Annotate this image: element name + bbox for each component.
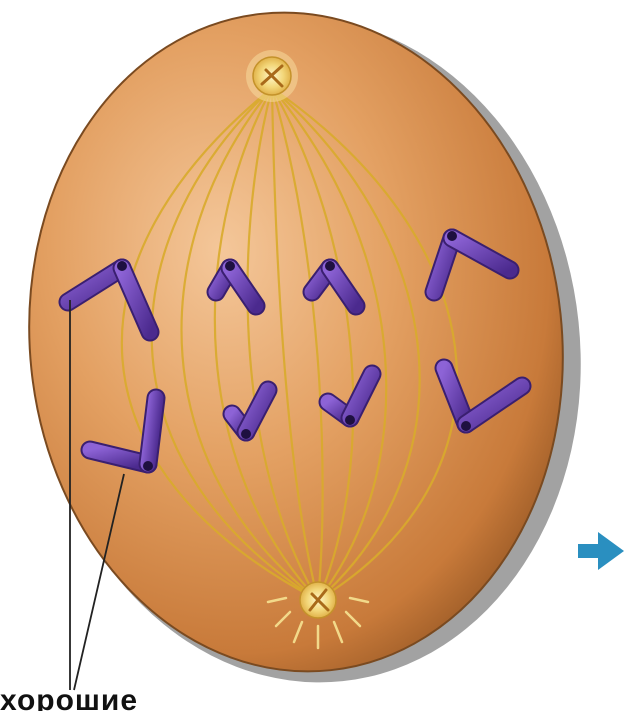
- next-stage-arrow-icon: [578, 532, 624, 570]
- figure-caption: хорошие: [0, 686, 180, 711]
- cell-body: [0, 0, 595, 698]
- centrosome-top-icon: [246, 50, 298, 102]
